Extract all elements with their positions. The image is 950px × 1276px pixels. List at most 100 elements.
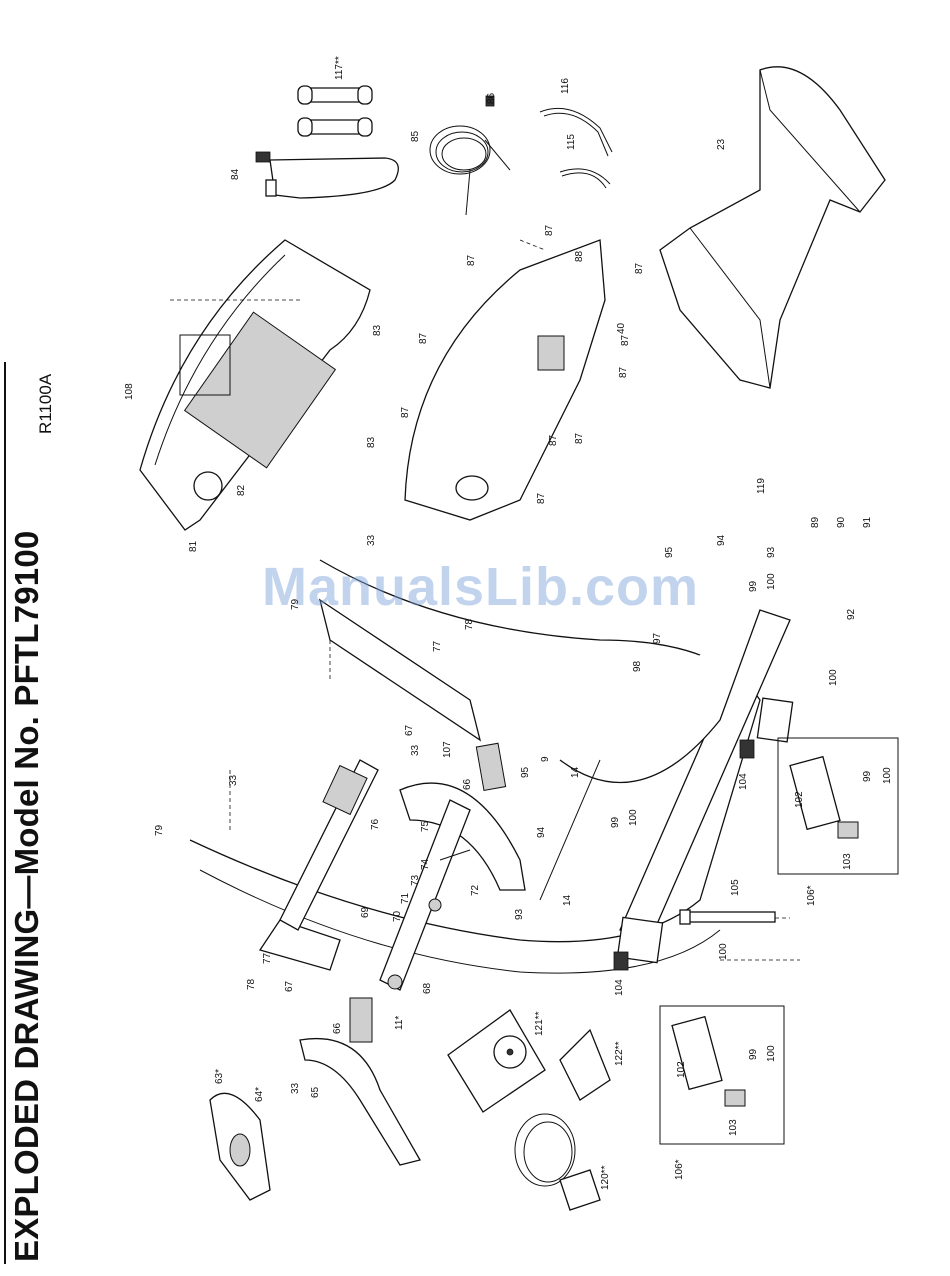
label-78-a: 78 <box>464 618 475 630</box>
label-99-d: 99 <box>748 1048 759 1060</box>
label-106-b: 106* <box>674 1159 685 1180</box>
label-89: 89 <box>810 516 821 528</box>
label-87-d: 87 <box>418 332 429 344</box>
label-70: 70 <box>392 910 403 922</box>
part-85-cable <box>429 95 511 216</box>
label-122: 122** <box>614 1041 625 1066</box>
part-63-64-chest-strap <box>209 1092 271 1201</box>
label-102-b: 102 <box>676 1061 687 1078</box>
base-frame <box>539 609 794 964</box>
label-87-i: 87 <box>620 334 631 346</box>
label-103-b: 103 <box>728 1119 739 1136</box>
label-88: 88 <box>574 250 585 262</box>
part-84-tray <box>255 151 399 199</box>
label-97: 97 <box>652 632 663 644</box>
label-68: 68 <box>422 982 433 994</box>
label-116: 116 <box>560 78 571 94</box>
label-98: 98 <box>632 660 643 672</box>
label-120: 120** <box>600 1165 611 1190</box>
label-40: 40 <box>616 322 627 334</box>
label-105: 105 <box>730 879 741 896</box>
label-23: 23 <box>716 138 727 150</box>
label-115: 115 <box>566 134 577 150</box>
label-64: 64* <box>254 1086 265 1102</box>
part-121-cd <box>447 1009 546 1113</box>
label-87-c: 87 <box>634 262 645 274</box>
part-106-box-upper <box>777 737 899 875</box>
part-104-pad-upper <box>739 739 755 759</box>
label-78-b: 78 <box>246 978 257 990</box>
label-104-a: 104 <box>738 773 749 790</box>
label-74: 74 <box>420 858 431 870</box>
label-63: 63* <box>214 1068 225 1084</box>
part-104-pad-lower <box>613 951 629 971</box>
part-66-cap-lower <box>349 997 373 1043</box>
part-72-plate <box>379 799 471 991</box>
label-119: 119 <box>756 478 767 494</box>
label-67-b: 67 <box>284 980 295 992</box>
label-84: 84 <box>230 168 241 180</box>
part-122-book <box>559 1028 611 1101</box>
part-117-dumbbells <box>297 85 373 137</box>
part-65-handrail <box>299 1038 421 1166</box>
label-81: 81 <box>188 540 199 552</box>
label-99-c: 99 <box>862 770 873 782</box>
title-rule <box>4 362 6 1264</box>
part-88-console-back <box>404 239 606 521</box>
label-33-a: 33 <box>366 534 377 546</box>
label-79-a: 79 <box>290 598 301 610</box>
label-102-a: 102 <box>794 791 805 808</box>
label-95-b: 95 <box>520 766 531 778</box>
label-33-b: 33 <box>410 744 421 756</box>
label-100-b: 100 <box>828 669 839 686</box>
label-94-b: 94 <box>536 826 547 838</box>
label-87-g: 87 <box>574 432 585 444</box>
part-102-tubes <box>671 755 859 1107</box>
part-105-shock <box>679 909 790 925</box>
label-103-a: 103 <box>842 853 853 870</box>
label-9: 9 <box>540 756 551 762</box>
label-75: 75 <box>420 820 431 832</box>
label-90: 90 <box>836 516 847 528</box>
label-104-b: 104 <box>614 979 625 996</box>
label-87-a: 87 <box>544 224 555 236</box>
label-14-a: 14 <box>570 766 581 778</box>
label-91: 91 <box>862 516 873 528</box>
label-100-d: 100 <box>882 767 893 784</box>
label-33-c: 33 <box>228 774 239 786</box>
label-106-a: 106* <box>806 885 817 906</box>
label-117: 117** <box>334 56 345 80</box>
label-69: 69 <box>360 906 371 918</box>
part-120-cable <box>514 1113 601 1211</box>
label-87-b: 87 <box>466 254 477 266</box>
label-87-j: 87 <box>548 434 559 446</box>
label-87-h: 87 <box>536 492 547 504</box>
part-108-console <box>139 239 371 531</box>
label-99-a: 99 <box>748 580 759 592</box>
label-77-a: 77 <box>432 640 443 652</box>
label-92: 92 <box>846 608 857 620</box>
label-72: 72 <box>470 884 481 896</box>
part-23-hood <box>659 66 886 389</box>
label-85: 85 <box>410 130 421 142</box>
part-106-box-lower <box>659 1005 785 1145</box>
label-87-e: 87 <box>618 366 629 378</box>
label-14-b: 14 <box>562 894 573 906</box>
label-95-a: 95 <box>664 546 675 558</box>
label-100-e: 100 <box>718 943 729 960</box>
label-99-b: 99 <box>610 816 621 828</box>
label-87-f: 87 <box>400 406 411 418</box>
label-93-a: 93 <box>766 546 777 558</box>
label-73: 73 <box>410 874 421 886</box>
label-83-a: 83 <box>372 324 383 336</box>
label-100-c: 100 <box>628 809 639 826</box>
label-77-b: 77 <box>262 952 273 964</box>
part-66-cap-upper <box>475 742 507 791</box>
label-86: 86 <box>486 92 497 104</box>
label-100-f: 100 <box>766 1045 777 1062</box>
label-79-b: 79 <box>154 824 165 836</box>
label-82: 82 <box>236 484 247 496</box>
part-116-115-wires <box>539 107 613 189</box>
